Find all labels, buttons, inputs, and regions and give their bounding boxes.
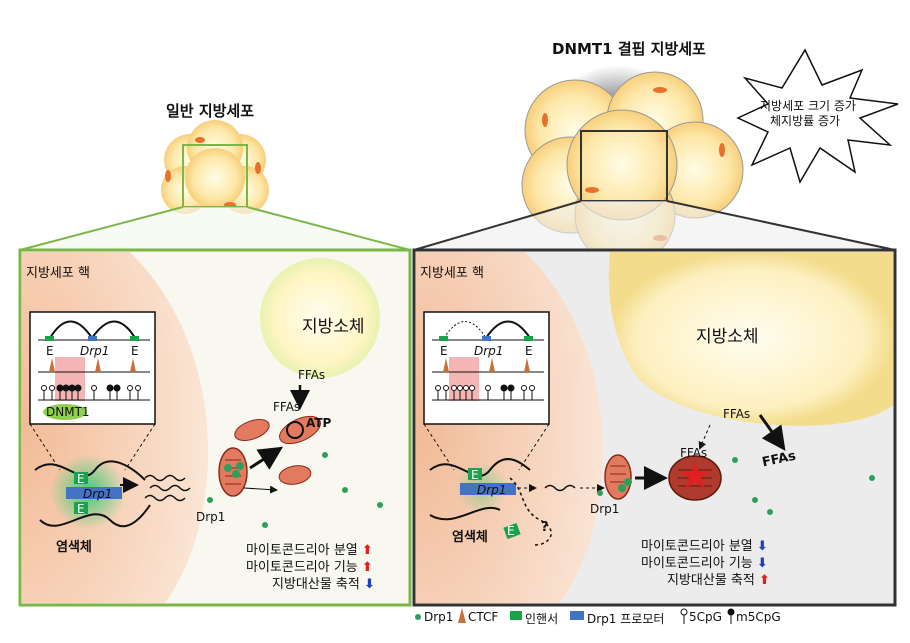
ko-ffa-arrow-in [698,424,711,450]
zoom-line-ko-left [413,200,582,251]
ko-outcome-1: 마이토콘드리아 분열 ⬇ [641,539,768,554]
ko-gene-label: Drp1 [474,344,504,358]
ko-lipid-droplet [608,252,893,426]
zoom-line-ko-right [666,200,896,251]
normal-chrom-e-top: E [77,472,85,486]
zoom-line-right [246,206,411,251]
normal-chrom-gene: Drp1 [83,487,113,501]
normal-gene-label: Drp1 [80,344,110,358]
ko-mitochondrion-small [604,454,632,500]
fission-arrow [249,446,284,470]
legend-drp1: Drp1 [424,610,454,624]
ko-ffas-mito: FFAs [680,446,708,460]
ko-chrom-e: E [471,468,479,482]
normal-chromosome-label: 염색체 [56,540,92,555]
normal-chrom-e-bottom: E [77,502,85,516]
ko-drp1-label: Drp1 [590,502,620,516]
normal-title: 일반 지방세포 [166,102,255,120]
mito-fragment-1 [234,419,270,441]
ko-mitochondrion-large [668,455,722,501]
starburst-callout [736,48,899,184]
normal-drp1-label: Drp1 [196,510,226,524]
dnmt1-label: DNMT1 [46,405,90,419]
zoom-wedge-ko [414,201,895,250]
ko-adipocyte-cluster [521,65,744,266]
zoom-wedge-normal [20,207,410,250]
ko-lipid-label: 지방소체 [696,327,759,347]
burst-line-2: 체지방률 증가 [770,114,841,128]
atp-cycle [286,421,304,439]
normal-nucleus-label: 지방세포 핵 [26,266,90,281]
drp1-dots-left [207,452,383,528]
normal-ffas-mid: FFAs [273,400,301,414]
ko-gene-inset [423,311,550,425]
normal-enhancer-e-left: E [46,344,54,358]
legend-5cpg: 5CpG [689,610,722,624]
question-mark: ? [541,520,549,535]
ko-chrom-e-loose: E [507,524,515,538]
zoom-line-left [19,206,184,251]
legend-promoter: Drp1 프로모터 [587,612,665,626]
ko-mrna [544,484,576,492]
normal-lipid-label: 지방소체 [302,317,365,337]
normal-outcome-3: 지방대산물 축적 ⬇ [272,577,375,592]
normal-enhancer-e-right: E [131,344,139,358]
ko-chrom-gene: Drp1 [477,483,507,497]
legend-icons [415,608,735,624]
normal-mitochondrion [218,447,248,497]
ko-ffas-top: FFAs [723,407,751,421]
ko-enhancer-e-right: E [525,344,533,358]
normal-mrna [144,474,191,502]
fission-arrow-2 [243,485,278,494]
mito-fragment-3 [278,465,312,485]
ko-ffa-arrow-out [758,414,786,451]
ko-title: DNMT1 결핍 지방세포 [552,40,706,58]
legend-enhancer: 인핸서 [525,612,559,626]
normal-ffas-top: FFAs [298,368,326,382]
ko-chromosome [429,458,552,546]
ko-outcome-2: 마이토콘드리아 기능 ⬇ [641,556,768,571]
burst-line-1: 지방세포 크기 증가 [760,99,856,113]
ko-nucleus-label: 지방세포 핵 [420,266,484,281]
ko-chromosome-label: 염색체 [452,530,488,545]
normal-chromosome [34,454,151,530]
normal-lipid-droplet [260,258,380,378]
legend-ctcf: CTCF [468,610,499,624]
ko-outcome-3: 지방대산물 축적 ⬆ [667,573,770,588]
legend-m5cpg: m5CpG [736,610,781,624]
normal-gene-inset [29,311,156,425]
ko-enhancer-e-left: E [440,344,448,358]
drp1-dots-right [597,457,875,515]
normal-adipocyte-cluster [161,120,269,214]
normal-outcome-2: 마이토콘드리아 기능 ⬆ [246,560,373,575]
normal-outcome-1: 마이토콘드리아 분열 ⬆ [246,543,373,558]
atp-label: ATP [306,416,332,430]
